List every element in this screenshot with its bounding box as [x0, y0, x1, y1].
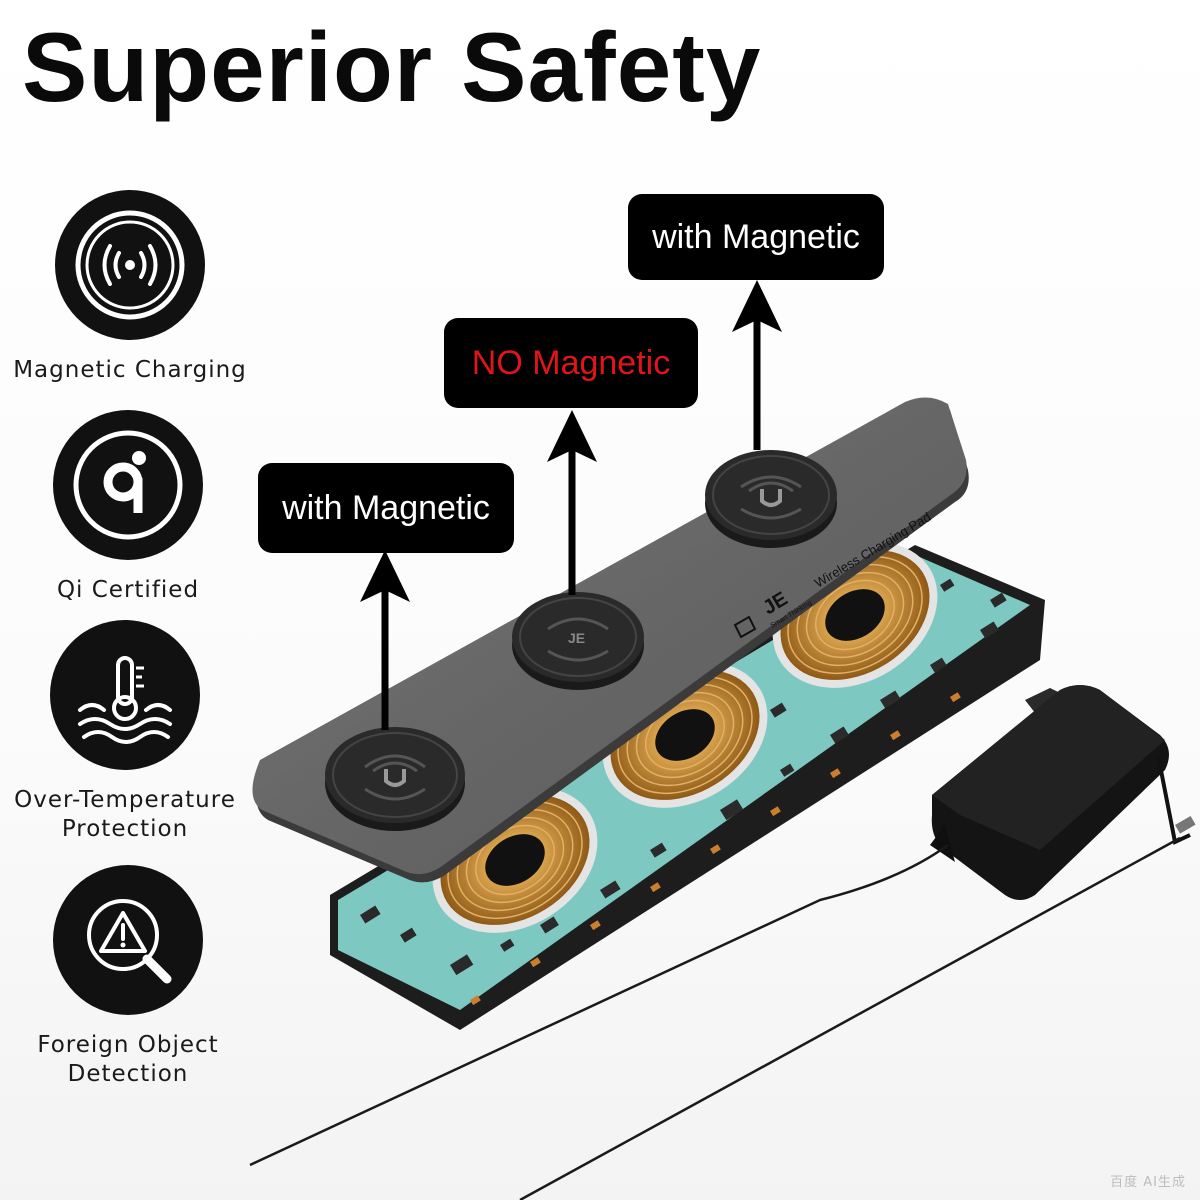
brand-icon: [733, 615, 757, 639]
warning-magnifier-icon: [53, 865, 203, 1015]
feature-over-temperature: Over-Temperature Protection: [0, 620, 250, 844]
power-adapter: [249, 685, 1196, 1200]
magnet-u-icon: JE: [512, 592, 644, 690]
callout-right-magnetic: with Magnetic: [628, 194, 884, 280]
feature-foreign-object: Foreign Object Detection: [3, 865, 253, 1089]
callout-no-magnetic: NO Magnetic: [444, 318, 698, 408]
feature-magnetic-charging: Magnetic Charging: [5, 190, 255, 385]
magnet-u-icon: [705, 450, 837, 548]
wireless-charging-icon: [55, 190, 205, 340]
callout-left-magnetic: with Magnetic: [258, 463, 514, 553]
watermark: 百度 AI生成: [1110, 1175, 1186, 1190]
feature-label: Qi Certified: [56, 577, 200, 603]
feature-label: Over-Temperature Protection: [14, 787, 236, 842]
arrow-up-icon: [360, 550, 410, 730]
thermometer-water-icon: [50, 620, 200, 770]
qi-logo-icon: [53, 410, 203, 560]
feature-label: Foreign Object Detection: [37, 1032, 219, 1087]
arrow-up-icon: [732, 280, 782, 450]
feature-qi-certified: Qi Certified: [3, 410, 253, 605]
arrow-up-icon: [547, 410, 597, 595]
page-title: Superior Safety: [22, 12, 762, 122]
feature-label: Magnetic Charging: [13, 357, 247, 383]
magnet-u-icon: [325, 727, 465, 831]
pad-base: [330, 542, 1045, 1030]
brand-logo: JE: [568, 630, 585, 646]
